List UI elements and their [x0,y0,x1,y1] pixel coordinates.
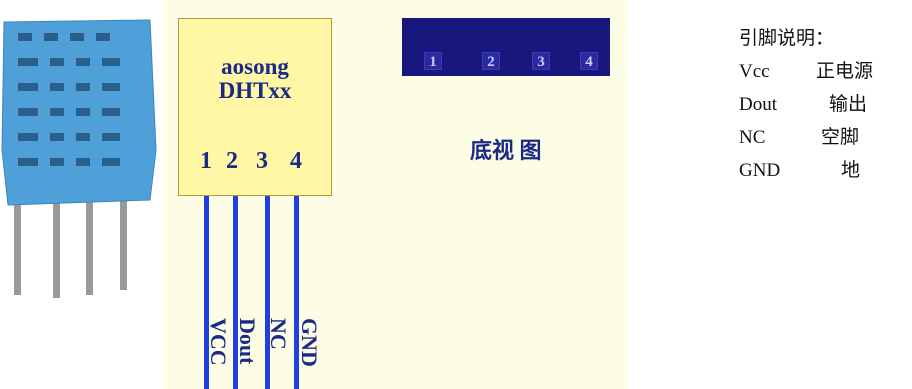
bottom-view-caption: 底视 图 [470,138,542,163]
legend-pin-desc: 输出 [829,94,868,115]
pin-number-3: 3 [256,148,268,174]
legend-item: Vcc 正电源 [739,55,909,88]
lead-label-nc: NC [266,318,291,350]
pad-label-4: 4 [580,52,598,70]
bottom-view: 1 2 3 4 [402,18,610,76]
pin-number-1: 1 [200,148,212,174]
legend-pin-desc: 地 [841,160,861,181]
legend-title: 引脚说明： [739,28,835,49]
pin-number-4: 4 [290,148,302,174]
sensor-pin-4 [120,195,127,290]
lead-nc [265,196,270,389]
legend-pin-name: Dout [739,94,777,115]
lead-label-vcc: VCC [206,318,231,366]
sensor-grille [18,33,120,166]
legend-pin-name: GND [739,160,781,181]
legend-item: Dout 输出 [739,88,909,121]
legend-pin-name: NC [739,127,766,148]
sensor-pin-3 [86,195,93,295]
pin-legend: 引脚说明： Vcc 正电源 Dout 输出 NC 空脚 GND 地 [739,22,909,187]
lead-dout [233,196,238,389]
pad-label-1: 1 [424,52,442,70]
lead-vcc [204,196,209,389]
pad-label-2: 2 [482,52,500,70]
sensor-pin-2 [53,195,60,298]
pad-label-3: 3 [532,52,550,70]
legend-pin-desc: 空脚 [821,127,860,148]
pin-number-2: 2 [226,148,238,174]
lead-label-gnd: GND [297,318,322,367]
chip-front-view: aosong DHTxx [178,18,332,196]
sensor-pin-1 [14,195,21,295]
lead-gnd [294,196,299,389]
lead-label-dout: Dout [235,318,260,365]
legend-title-row: 引脚说明： [739,22,909,55]
legend-pin-desc: 正电源 [816,61,874,82]
legend-pin-name: Vcc [739,61,770,82]
legend-item: NC 空脚 [739,121,909,154]
chip-model: DHTxx [218,78,292,103]
chip-brand: aosong [221,54,289,79]
legend-item: GND 地 [739,154,909,187]
sensor-photo [1,19,157,298]
